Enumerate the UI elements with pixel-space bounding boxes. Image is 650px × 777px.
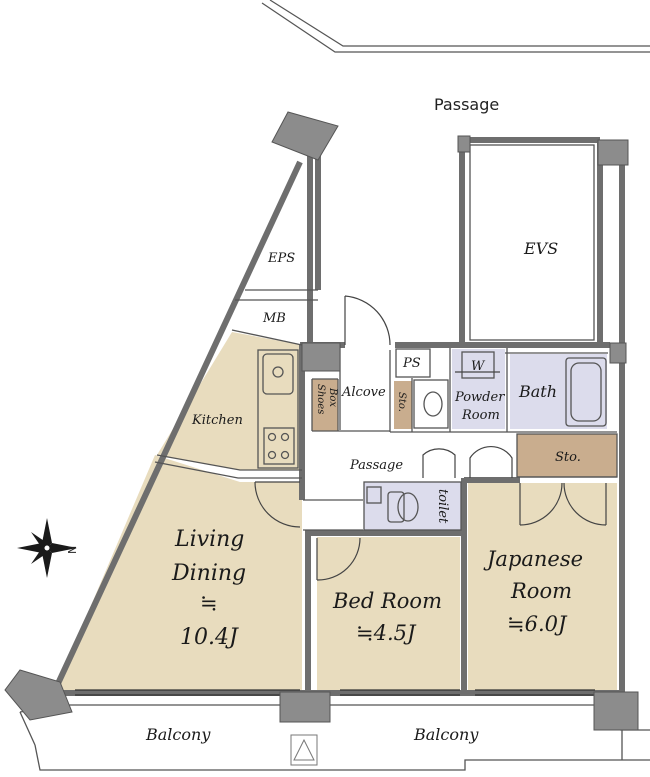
kitchen-area: [157, 332, 302, 470]
label-balcony-left: Balcony: [145, 725, 211, 744]
column-top-ev: [457, 135, 471, 153]
storage-large-area: [517, 434, 617, 477]
label-japanese-1: Japanese: [483, 547, 583, 571]
column-bottom-mid: [279, 691, 331, 723]
column-top-left: [271, 111, 339, 161]
label-evs: EVS: [523, 239, 558, 258]
label-powder-room-2: Room: [461, 408, 500, 423]
column-mid: [301, 342, 341, 372]
label-bath: Bath: [518, 382, 557, 401]
label-living-approx: ≒: [200, 591, 218, 615]
column-mid-right: [609, 342, 627, 364]
label-bedroom-name: Bed Room: [332, 589, 442, 613]
label-mb: MB: [262, 311, 286, 326]
column-top-right: [597, 139, 629, 166]
powder-room-area: [452, 349, 505, 429]
label-toilet: toilet: [435, 489, 450, 524]
label-japanese-size: ≒6.0J: [507, 612, 568, 636]
shoes-box-area: [312, 379, 338, 431]
column-bottom-left: [4, 669, 73, 721]
room-fills: [55, 332, 617, 690]
label-balcony-right: Balcony: [413, 725, 479, 744]
label-compass-letter: N: [66, 546, 79, 554]
label-living-2: Dining: [171, 561, 246, 586]
label-living-size: 10.4J: [180, 625, 239, 650]
label-shoes-box-2: Box: [327, 387, 338, 407]
storage-small-area: [394, 381, 412, 429]
label-passage-inner: Passage: [349, 458, 403, 473]
compass-icon: [17, 518, 77, 578]
toilet-area: [364, 482, 461, 530]
columns: [4, 111, 639, 731]
doors: [254, 295, 607, 581]
living-dining-area: [55, 455, 302, 690]
column-bottom-right: [593, 691, 639, 731]
label-living-1: Living: [174, 527, 244, 552]
label-passage-top: Passage: [434, 95, 499, 114]
label-alcove: Alcove: [341, 385, 386, 400]
japanese-room-area: [468, 483, 617, 690]
label-kitchen: Kitchen: [191, 413, 243, 428]
label-shoes-box-1: Shoes: [315, 384, 326, 414]
label-washer: W: [471, 359, 486, 374]
bedroom-area: [317, 537, 460, 690]
escape-hatch: [290, 734, 318, 766]
corridor-edge: [261, 0, 650, 53]
label-ps: PS: [402, 356, 421, 371]
label-sto-small: Sto.: [396, 392, 407, 412]
label-eps: EPS: [267, 251, 295, 266]
inner-lines: [19, 144, 650, 771]
label-powder-room-1: Powder: [454, 390, 505, 405]
label-japanese-2: Room: [510, 579, 572, 603]
walls: [52, 137, 625, 700]
labels: Passage EVS EPS MB PS Alcove Shoes Box S…: [66, 95, 583, 744]
bath-area: [510, 354, 607, 429]
label-bedroom-size: ≒4.5J: [356, 621, 417, 645]
label-sto-large: Sto.: [555, 450, 581, 465]
